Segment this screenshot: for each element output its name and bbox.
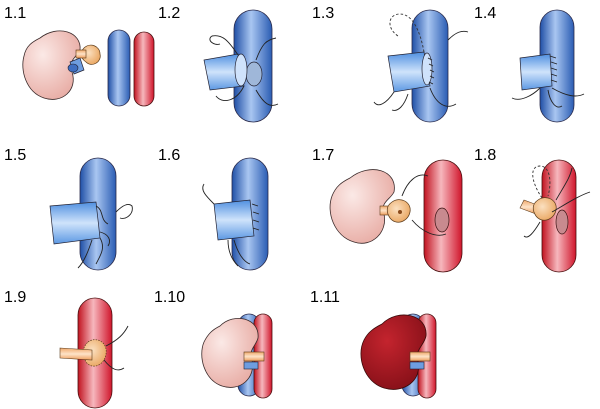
patch-orifice (398, 210, 402, 214)
renal-vein-graft (214, 200, 254, 240)
renal-vein-stub (68, 64, 78, 72)
panel-label-1-5: 1.5 (4, 147, 26, 164)
renal-artery-stub (244, 352, 264, 361)
graft-orifice (422, 53, 432, 85)
panel-1-3: 1.3 (312, 5, 468, 122)
panel-1-5: 1.5 (4, 147, 132, 270)
aortotomy (435, 208, 449, 232)
panel-label-1-8: 1.8 (474, 147, 496, 164)
panel-1-1: 1.1 (4, 5, 154, 106)
panel-label-1-9: 1.9 (4, 289, 26, 306)
panel-1-9: 1.9 (4, 289, 128, 408)
panel-1-7: 1.7 (312, 147, 462, 272)
panel-label-1-2: 1.2 (158, 5, 180, 22)
panel-1-11: 1.11 (310, 289, 436, 398)
graft-orifice (235, 54, 247, 86)
aortic-patch (533, 198, 556, 221)
venotomy (246, 62, 262, 86)
renal-vein-graft (50, 202, 100, 244)
panel-label-1-4: 1.4 (474, 5, 496, 22)
panel-1-6: 1.6 (158, 147, 268, 270)
panel-label-1-10: 1.10 (154, 289, 185, 306)
renal-artery-stub (76, 50, 86, 58)
renal-vein-stub (410, 362, 424, 369)
renal-vein-stub (244, 362, 258, 369)
panel-1-8: 1.8 (474, 147, 590, 272)
suture-line (116, 204, 132, 218)
panel-label-1-7: 1.7 (312, 147, 334, 164)
renal-vein-graft (520, 54, 552, 90)
panel-1-2: 1.2 (158, 5, 278, 122)
panel-1-10: 1.10 (154, 289, 272, 398)
renal-artery-stub (60, 348, 92, 360)
panel-label-1-6: 1.6 (158, 147, 180, 164)
panel-label-1-11: 1.11 (310, 289, 340, 306)
panel-1-4: 1.4 (474, 5, 584, 122)
panel-label-1-3: 1.3 (312, 5, 334, 22)
panel-label-1-1: 1.1 (4, 5, 26, 22)
aortotomy (556, 210, 568, 234)
suture-line (448, 31, 468, 40)
renal-artery-stub (410, 352, 430, 361)
vena-cava (108, 30, 130, 106)
aorta (134, 32, 154, 106)
